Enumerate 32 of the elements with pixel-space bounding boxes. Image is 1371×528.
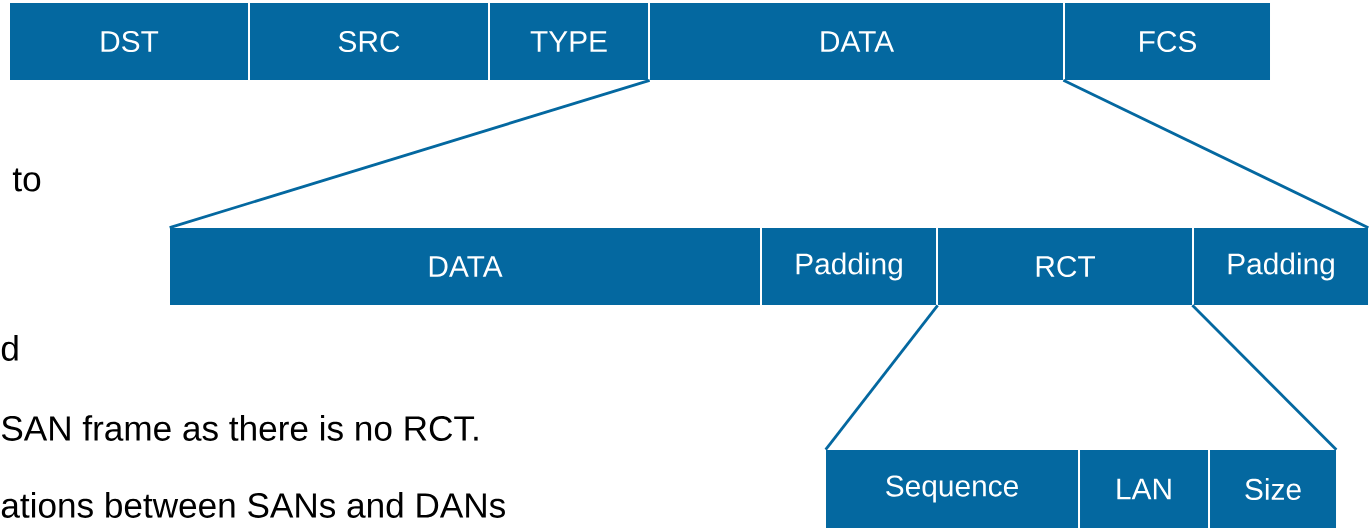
text-fragment: SAN frame as there is no RCT.	[1, 415, 478, 441]
expansion-line	[824, 304, 939, 451]
node-label: DATA	[821, 31, 895, 52]
field-box: Size	[1210, 450, 1336, 528]
field-box: DATA	[650, 3, 1063, 80]
field-box: LAN	[1080, 450, 1208, 528]
node-label: RCT	[1036, 255, 1096, 278]
node-label: FCS	[1140, 30, 1197, 53]
field-box: Padding	[1194, 228, 1368, 305]
text-fragment: to	[12, 168, 41, 192]
text-fragment: ations between SANs and DANs	[1, 492, 505, 518]
field-box: RCT	[938, 228, 1192, 305]
node-label: SRC	[338, 30, 400, 53]
node-label: Sequence	[886, 475, 1018, 503]
text-fragment: d	[1, 335, 18, 361]
node-label: Padding	[1228, 252, 1334, 281]
node-label: Size	[1245, 478, 1301, 500]
field-box: DST	[10, 3, 248, 80]
expansion-line	[1191, 304, 1338, 451]
field-box: SRC	[250, 3, 488, 80]
field-box: DATA	[170, 228, 760, 305]
node-label: DST	[101, 30, 159, 53]
expansion-line	[169, 79, 651, 229]
field-box: FCS	[1065, 3, 1270, 80]
node-label: DATA	[429, 256, 503, 277]
expansion-line	[1062, 79, 1369, 229]
node-label: LAN	[1117, 478, 1171, 500]
field-box: Sequence	[826, 450, 1078, 528]
field-box: TYPE	[490, 3, 648, 80]
field-box: Padding	[762, 228, 936, 305]
node-label: Padding	[796, 252, 902, 281]
node-label: TYPE	[530, 31, 607, 52]
